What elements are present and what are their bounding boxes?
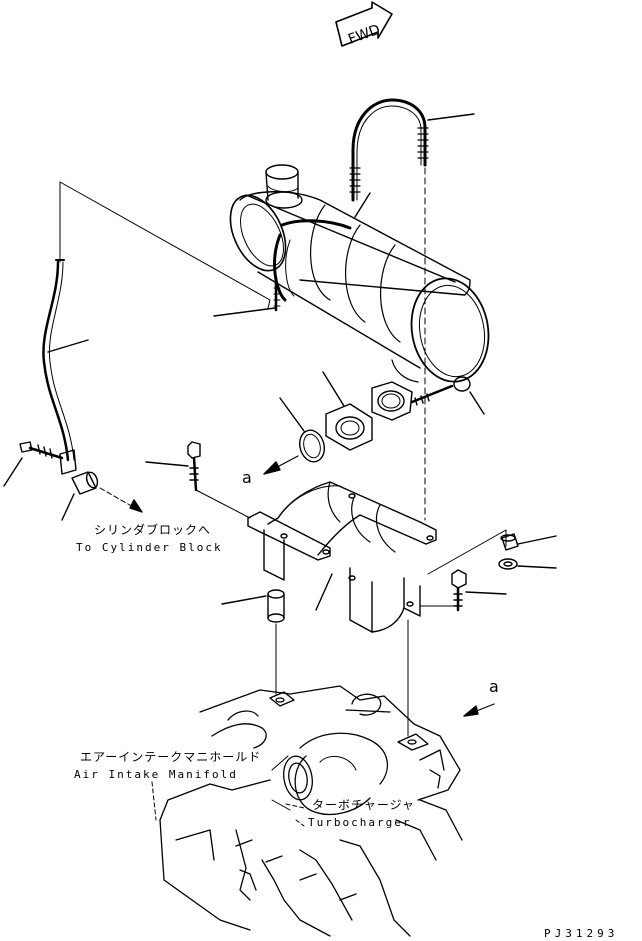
clamp-bolt	[19, 441, 77, 475]
leader-bracket-bolt	[145, 461, 189, 467]
leader-gasket-flange	[322, 371, 345, 407]
leader-nut	[517, 535, 557, 545]
leader-muffler-bracket-cradle	[315, 573, 333, 611]
turbocharger-label-jp: ターボチャージャ	[312, 798, 416, 812]
leader-muffler	[354, 192, 371, 218]
muffler-inlet-pipe	[265, 164, 303, 209]
turbocharger-label-en: Turbocharger	[308, 816, 412, 829]
leader-hose-connector	[61, 493, 75, 521]
hose-connector	[71, 471, 99, 495]
nut	[500, 533, 519, 551]
leader-spacer	[221, 595, 267, 605]
leader-ring-gasket	[279, 397, 305, 432]
leader-muffler-bracket	[213, 307, 276, 317]
spacer	[267, 589, 285, 623]
air-intake-manifold-label-jp: エアーインテークマニホールド	[80, 750, 262, 764]
leader-washer	[517, 565, 557, 569]
reference-label-a-right: a	[489, 677, 499, 696]
leader-drain-tube	[47, 339, 89, 353]
muffler	[229, 191, 490, 383]
engine-assembly	[159, 685, 463, 937]
outlet-flange	[371, 359, 419, 421]
reference-label-a-left: a	[242, 468, 252, 487]
leader-right-bolt	[465, 591, 507, 595]
bracket-bolt	[187, 441, 201, 492]
fwd-direction-arrow: FWD	[335, 1, 393, 48]
drawing-code: PJ31293	[544, 927, 619, 940]
cylinder-block-label-en: To Cylinder Block	[76, 541, 223, 554]
ring-gasket	[298, 429, 326, 463]
cylinder-block-label-jp: シリンダブロックへ	[94, 523, 212, 537]
u-bolt	[349, 98, 429, 202]
air-intake-manifold-label-en: Air Intake Manifold	[74, 768, 238, 781]
washer	[498, 558, 518, 570]
leader-clamp-bolt	[3, 457, 23, 487]
muffler-bracket	[247, 481, 437, 633]
drain-tube	[42, 259, 75, 462]
right-bolt	[451, 569, 467, 612]
leader-flange-bolt	[469, 391, 485, 415]
gasket-flange	[325, 403, 373, 451]
flange-bolt	[410, 376, 471, 406]
leader-u-bolt	[427, 113, 475, 121]
fwd-label: FWD	[346, 22, 382, 48]
